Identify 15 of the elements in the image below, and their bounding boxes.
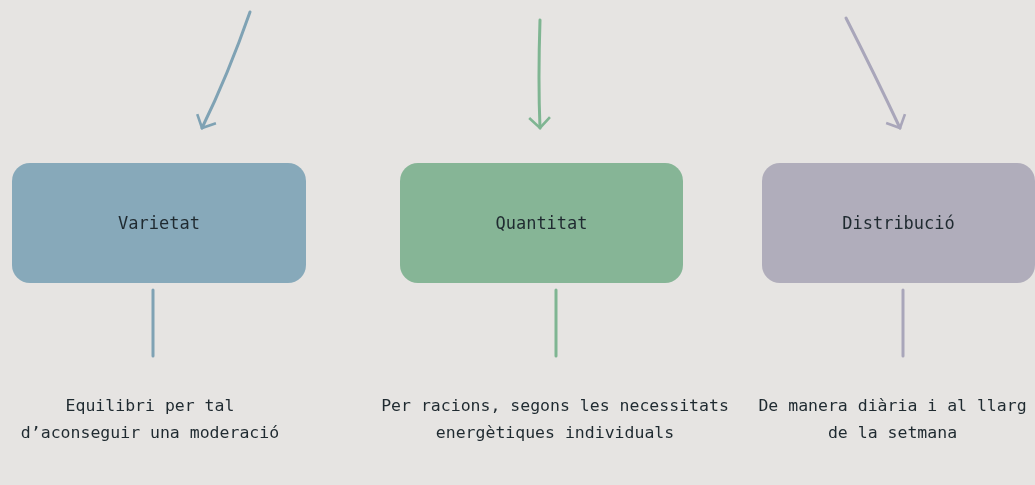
category-box [762,163,1035,283]
arrow [844,16,907,130]
category-label: Distribució [842,213,955,233]
category-box [400,163,683,283]
connector-line [151,288,155,358]
category-label: Varietat [118,213,200,233]
category-label: Quantitat [495,213,588,233]
category-box [12,163,306,283]
description-text: De manera diària i al llarg de la setmana [750,356,1035,474]
description-text: Equilibri per tal d’aconseguir una moderació [20,356,280,474]
description-text: Per racions, segons les necessitats energètiques individuals [380,356,730,474]
arrow [527,18,552,130]
connector-line [901,288,905,358]
connector-line [554,288,558,358]
arrow [195,10,252,130]
